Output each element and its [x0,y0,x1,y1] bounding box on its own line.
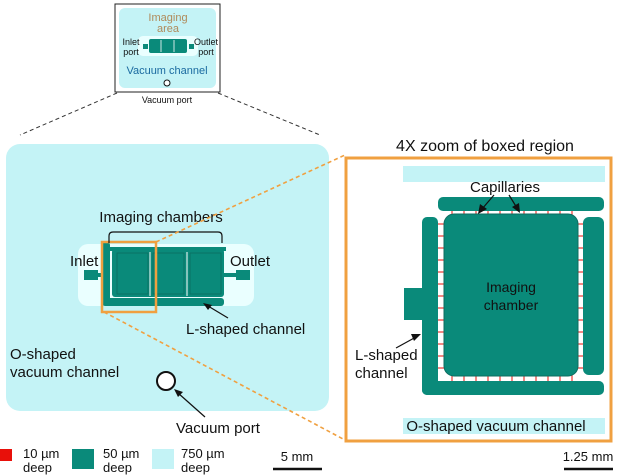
inlet-label: Inlet [70,253,99,270]
scalebar-zoom-label: 1.25 mm [563,449,614,464]
zoom-imaging-label-1: Imaging [486,279,536,295]
zoom-vacuum-top [403,166,605,182]
overview-outlet-label: Outlet [194,37,219,47]
scalebar-main-label: 5 mm [281,449,314,464]
legend-swatch-50um [72,449,94,469]
imaging-chambers-label: Imaging chambers [99,209,222,226]
legend-unit-750um: deep [181,460,210,475]
overview-inlet-label: Inlet [122,37,140,47]
scalebar-zoom: 1.25 mm [563,449,614,471]
l-shaped-channel-label: L-shaped channel [186,321,305,338]
capillaries-label: Capillaries [470,179,540,196]
zoom-imaging-chamber [443,213,579,377]
zoom-vacuum-bottom [403,418,605,434]
zoom-line-bottom [103,311,346,441]
projection-line-left [19,92,118,136]
legend-label-10um: 10 µm [23,446,59,461]
inlet-port [84,270,98,280]
o-shaped-label-2: vacuum channel [10,364,119,381]
vacuum-port-label: Vacuum port [176,420,261,437]
vacuum-port-icon [156,371,176,391]
l-channel-horizontal [102,298,224,306]
outlet-port [236,270,250,280]
main-device-panel: Imaging chambers Inlet Outlet L-shaped c… [6,144,329,437]
zoom-imaging-label-2: chamber [484,297,539,313]
legend-swatch-10um [0,449,12,461]
o-shaped-label-1: O-shaped [10,346,76,363]
l-channel-vertical [102,242,110,304]
overview-vacuum-port-label: Vacuum port [142,95,193,105]
zoom-right-channel [583,217,604,375]
overview-vacuum-channel-label: Vacuum channel [126,65,207,77]
legend: 10 µm deep 50 µm deep 750 µm deep [0,446,225,475]
boxed-region [100,240,158,314]
zoom-l-shaped-label-2: channel [355,365,408,382]
zoom-l-shaped-label-1: L-shaped [355,347,418,364]
zoom-title: 4X zoom of boxed region [396,138,574,155]
overview-imaging-label-2: area [157,23,180,35]
legend-swatch-750um [152,449,174,469]
overview-imaging-label-1: Imaging [148,12,187,24]
zoom-l-channel-horizontal [422,381,604,395]
legend-label-50um: 50 µm [103,446,139,461]
overview-chambers [149,39,187,53]
svg-text:port: port [198,47,214,57]
projection-line-right [217,92,321,136]
legend-unit-10um: deep [23,460,52,475]
zoom-l-channel-vertical [422,217,438,395]
zoom-panel: 4X zoom of boxed region Imaging chamber … [344,138,613,443]
legend-label-750um: 750 µm [181,446,225,461]
zoom-o-shaped-label: O-shaped vacuum channel [406,418,585,435]
svg-text:port: port [123,47,139,57]
chambers-bracket [108,231,223,243]
zoom-port-stub [404,288,424,320]
imaging-chambers [112,249,224,297]
outlet-label: Outlet [230,253,271,270]
legend-unit-50um: deep [103,460,132,475]
zoom-top-channel [438,197,604,211]
overview-vacuum-port-icon [163,79,171,87]
scalebar-main: 5 mm [273,449,322,471]
